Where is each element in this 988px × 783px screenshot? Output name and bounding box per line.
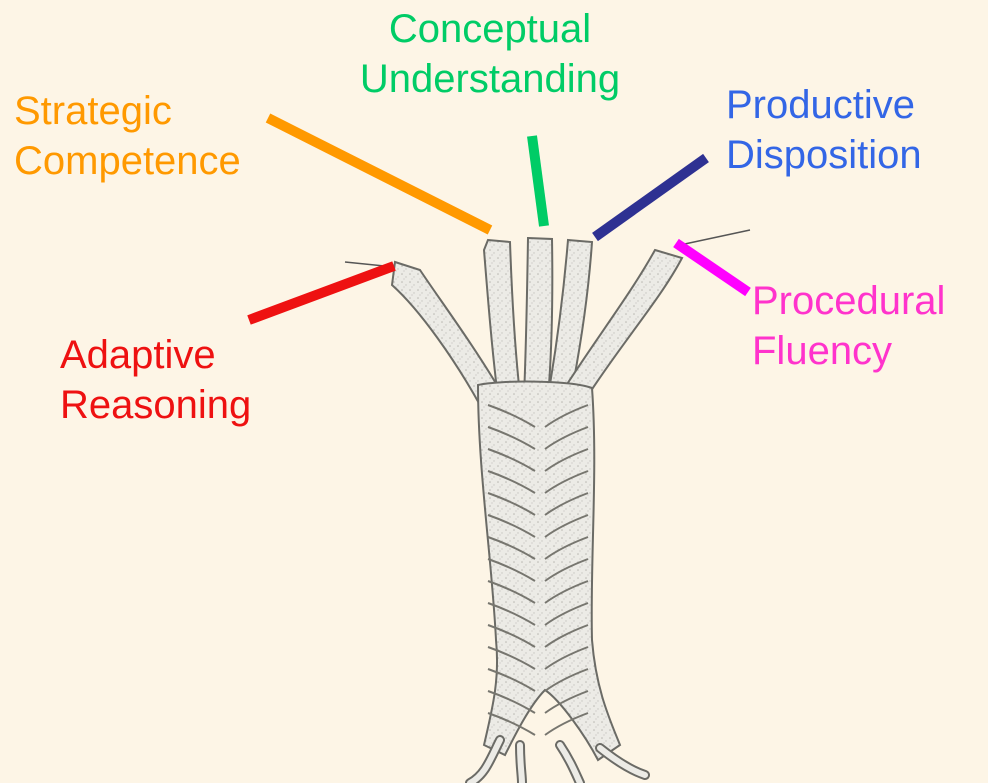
label-line-2: Understanding [330, 54, 650, 104]
label-productive-disposition: Productive Disposition [726, 80, 922, 180]
label-line-2: Reasoning [60, 380, 251, 430]
label-line-1: Conceptual [330, 4, 650, 54]
leader-line-adaptive [249, 266, 394, 320]
label-line-1: Productive [726, 80, 922, 130]
leader-line-productive [595, 158, 706, 237]
leader-line-conceptual [532, 136, 544, 226]
label-line-1: Adaptive [60, 330, 251, 380]
label-line-1: Strategic [14, 86, 241, 136]
label-conceptual-understanding: Conceptual Understanding [330, 4, 650, 104]
label-line-2: Fluency [752, 326, 945, 376]
label-strategic-competence: Strategic Competence [14, 86, 241, 186]
label-adaptive-reasoning: Adaptive Reasoning [60, 330, 251, 430]
leader-line-strategic [268, 118, 490, 230]
label-line-2: Disposition [726, 130, 922, 180]
label-line-2: Competence [14, 136, 241, 186]
label-procedural-fluency: Procedural Fluency [752, 276, 945, 376]
rope-strand-conceptual [524, 238, 552, 398]
label-line-1: Procedural [752, 276, 945, 326]
braid-body [470, 382, 645, 783]
strand-tail-right [680, 230, 750, 245]
leader-line-procedural [676, 243, 748, 292]
